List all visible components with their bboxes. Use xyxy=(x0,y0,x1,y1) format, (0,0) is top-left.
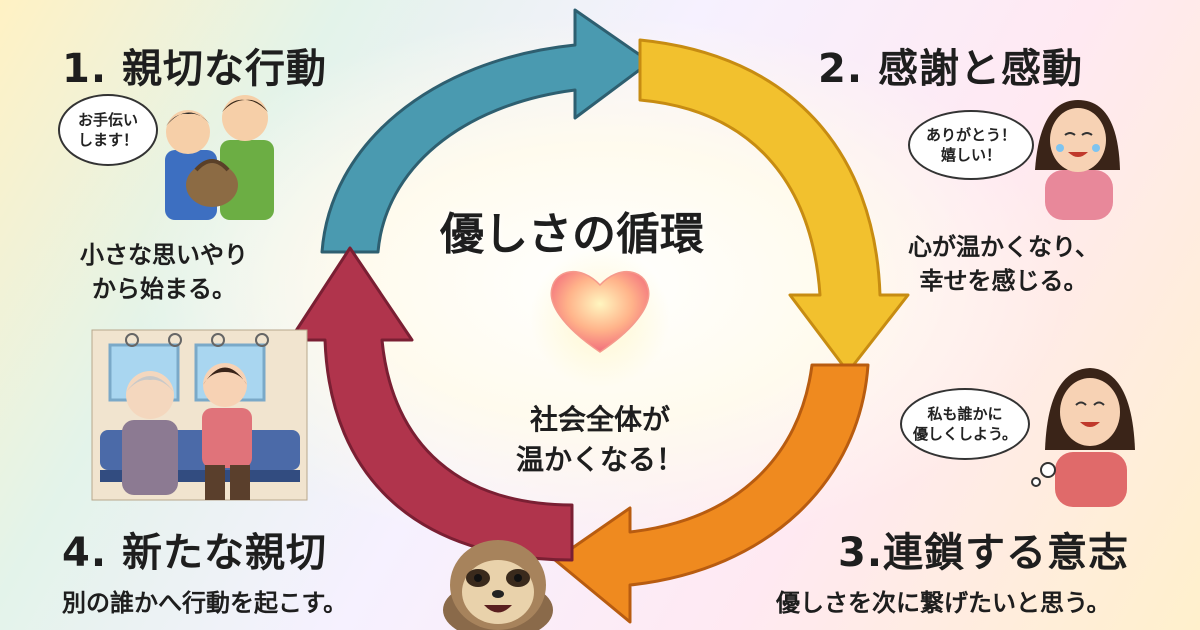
step-4-caption: 別の誰かへ行動を起こす。 xyxy=(62,589,348,617)
arrow-yellow xyxy=(638,38,910,374)
step-2-title: 2. 感謝と感動 xyxy=(818,46,1083,92)
sloth-mascot xyxy=(443,540,553,630)
center-message: 社会全体が 温かくなる！ xyxy=(515,403,684,476)
step-1-title: 1. 親切な行動 xyxy=(62,46,327,92)
arrow-teal xyxy=(320,8,652,254)
train-seat-illustration xyxy=(91,329,308,501)
arrow-orange xyxy=(553,363,870,624)
grateful-woman-illustration xyxy=(1035,100,1120,220)
step-3-caption: 優しさを次に繋げたいと思う。 xyxy=(776,589,1111,617)
bubble-text-2: ありがとう！ 嬉しい！ xyxy=(925,126,1016,164)
thought-bubble-resolve: 私も誰かに 優しくしよう。 xyxy=(900,388,1030,460)
speech-bubble-help: お手伝い します！ xyxy=(58,94,158,166)
bubble-text-3: 私も誰かに 優しくしよう。 xyxy=(912,405,1018,443)
helping-people-illustration xyxy=(165,95,274,220)
speech-bubble-thanks: ありがとう！ 嬉しい！ xyxy=(908,110,1034,180)
step-3-title: 3.連鎖する意志 xyxy=(838,530,1130,576)
step-4-title: 4. 新たな親切 xyxy=(62,530,327,576)
heart-icon xyxy=(550,270,650,353)
step-1-caption: 小さな思いやり から始まる。 xyxy=(80,241,248,303)
center-title: 優しさの循環 xyxy=(440,209,704,260)
bubble-text-1: お手伝い します！ xyxy=(77,111,138,149)
thinking-woman-illustration xyxy=(1031,368,1135,507)
step-2-caption: 心が温かくなり、 幸せを感じる。 xyxy=(908,233,1100,295)
